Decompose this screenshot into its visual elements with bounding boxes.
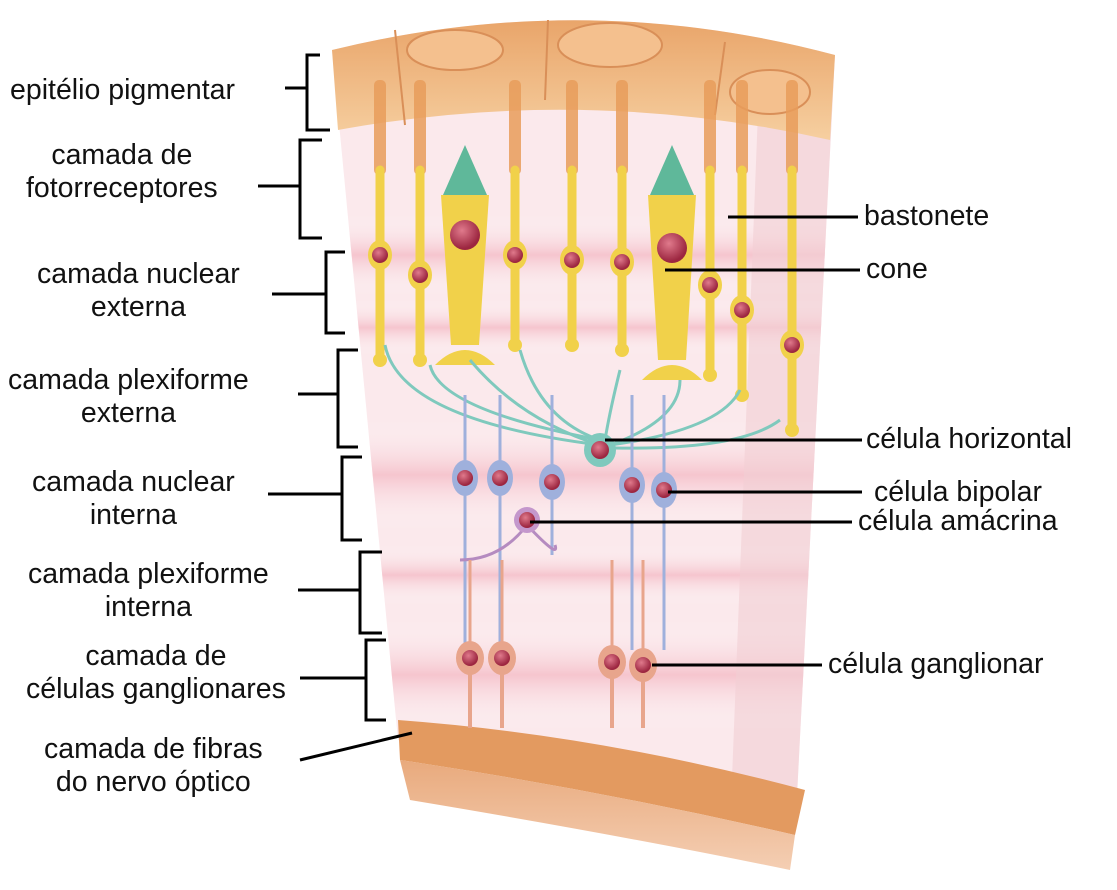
rod-outer-segment xyxy=(509,80,521,175)
bracket-ganglion-layer xyxy=(366,640,386,720)
rod-outer-segment xyxy=(374,80,386,175)
rod-terminal xyxy=(615,343,629,357)
bracket-outer-nuclear-layer xyxy=(326,252,345,333)
ganglion-nucleus xyxy=(494,650,510,666)
bipolar-nucleus xyxy=(624,477,640,493)
bipolar-nucleus xyxy=(544,474,560,490)
rod-nucleus xyxy=(372,247,388,263)
amacrine-nucleus xyxy=(519,512,535,528)
rod-nucleus xyxy=(614,254,630,270)
rod-outer-segment xyxy=(786,80,798,175)
cone-nucleus xyxy=(450,220,480,250)
rod-outer-segment xyxy=(616,80,628,175)
rod-outer-segment xyxy=(704,80,716,175)
rod-terminal xyxy=(413,353,427,367)
rod-terminal xyxy=(508,338,522,352)
rod-terminal xyxy=(785,423,799,437)
bipolar-nucleus xyxy=(492,470,508,486)
label-pigment-epithelium: epitélio pigmentar xyxy=(10,74,235,107)
rod-outer-segment xyxy=(736,80,748,175)
rod-nucleus xyxy=(412,267,428,283)
rod-nucleus xyxy=(507,247,523,263)
rod-nucleus xyxy=(734,302,750,318)
cone-nucleus xyxy=(657,233,687,263)
ganglion-nucleus xyxy=(635,657,651,673)
rod-outer-segment xyxy=(414,80,426,175)
rod-terminal xyxy=(565,338,579,352)
ganglion-nucleus xyxy=(462,650,478,666)
label-rod: bastonete xyxy=(864,200,989,233)
bipolar-nucleus xyxy=(656,482,672,498)
label-horizontal-cell: célula horizontal xyxy=(866,423,1072,456)
label-amacrine-cell: célula amácrina xyxy=(858,505,1058,538)
rod-nucleus xyxy=(784,337,800,353)
rod-outer-segment xyxy=(566,80,578,175)
label-cone: cone xyxy=(866,253,928,286)
horizontal-nucleus xyxy=(591,441,609,459)
label-ganglion-cell: célula ganglionar xyxy=(828,648,1044,681)
bracket-outer-plexiform-layer xyxy=(338,350,358,447)
bracket-photoreceptor-layer xyxy=(300,140,322,238)
bracket-pigment-epithelium xyxy=(307,55,330,130)
rod-terminal xyxy=(703,368,717,382)
rod-nucleus xyxy=(702,277,718,293)
bracket-inner-plexiform-layer xyxy=(360,552,382,633)
rod-nucleus xyxy=(564,252,580,268)
pointer-optic-fiber xyxy=(300,733,412,760)
ganglion-nucleus xyxy=(604,654,620,670)
bipolar-nucleus xyxy=(457,470,473,486)
rod-terminal xyxy=(373,353,387,367)
bracket-inner-nuclear-layer xyxy=(342,457,362,540)
